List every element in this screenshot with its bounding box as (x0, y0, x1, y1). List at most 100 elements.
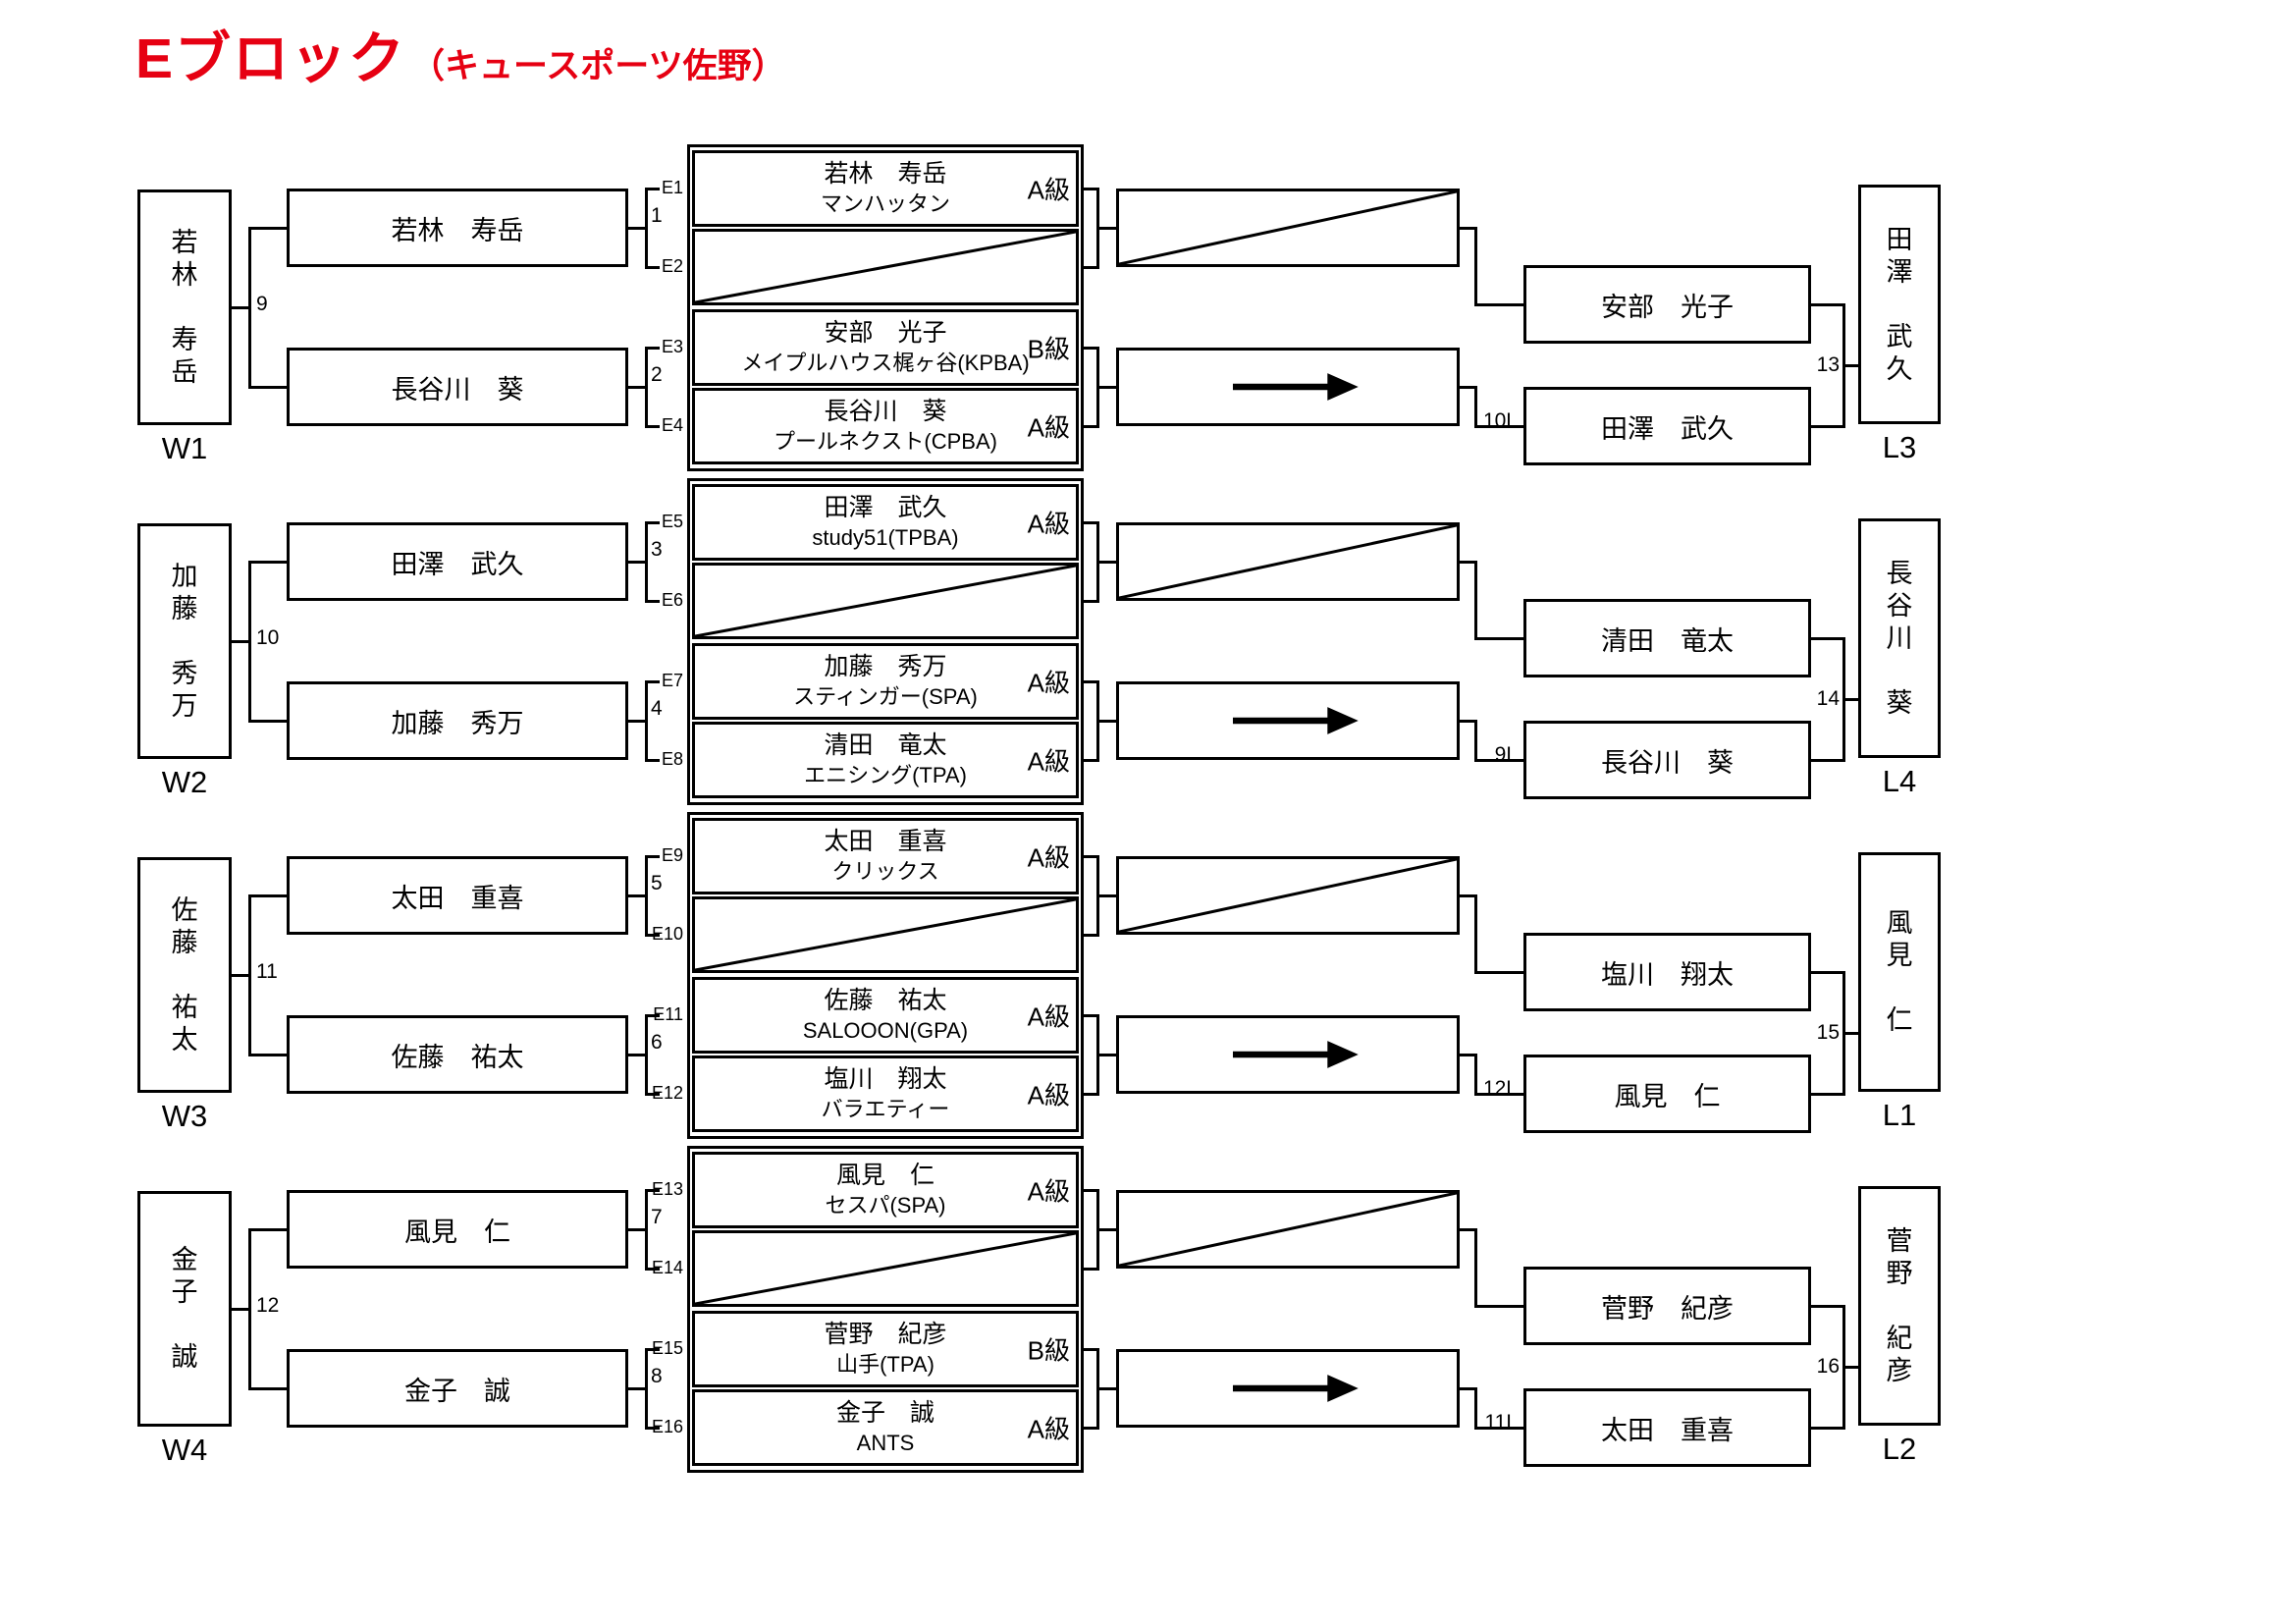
bracket-line (1096, 720, 1116, 723)
bracket-line (1474, 425, 1523, 428)
feeder-player-box-bottom: 加藤 秀万 (287, 681, 628, 760)
right-player-name: 塩川 翔太 (1601, 959, 1734, 990)
winner-box: 加 藤 秀 万 (137, 523, 232, 759)
bracket-line (1474, 894, 1477, 974)
entry-player-name: 清田 竜太 (824, 731, 947, 759)
feeder-player-box-bottom: 金子 誠 (287, 1349, 628, 1428)
bye-diagonal (695, 232, 1076, 302)
feeder-player-box-top: 若林 寿岳 (287, 189, 628, 267)
split-match-number-top: 7 (651, 1206, 663, 1228)
bye-advance-box (1116, 856, 1460, 935)
entry-id-label: E3 (661, 337, 683, 356)
bracket-line (1460, 1054, 1477, 1056)
right-player-name: 太田 重喜 (1601, 1415, 1734, 1445)
bye-diagonal (1119, 1193, 1457, 1266)
bracket-line (248, 561, 251, 722)
entry-player-name: 田澤 武久 (824, 494, 947, 521)
advance-arrow-box (1116, 348, 1460, 426)
bracket-line (627, 894, 646, 897)
right-player-name: 菅野 紀彦 (1601, 1293, 1734, 1324)
loser-box: 長 谷 川 葵 (1858, 518, 1941, 758)
bracket-line (627, 227, 646, 230)
entry-rank-badge: A級 (1027, 1414, 1070, 1444)
bracket-line (1842, 698, 1860, 701)
bracket-line (1474, 386, 1477, 428)
entry-rank-badge: A級 (1027, 175, 1070, 205)
entry-row: 塩川 翔太 バラエティー A級 (692, 1056, 1079, 1132)
right-arrow-icon (1232, 1375, 1359, 1402)
loser-slot-label: L1 (1882, 1098, 1917, 1132)
entry-player-name: 太田 重喜 (824, 828, 947, 855)
bracket-line (645, 680, 660, 683)
right-player-box-bottom: 太田 重喜 (1523, 1388, 1811, 1467)
winner-slot-label: W4 (161, 1433, 208, 1467)
entry-id-label: E2 (661, 256, 683, 276)
advance-arrow-box (1116, 1349, 1460, 1428)
bracket-line (1084, 1348, 1099, 1351)
bracket-line (232, 306, 249, 309)
split-match-number-top: 3 (651, 538, 663, 561)
left-match-number: 9 (256, 293, 268, 315)
right-arrow-icon (1232, 1041, 1359, 1068)
bracket-line (1474, 303, 1523, 306)
entry-rank-badge: A級 (1027, 1176, 1070, 1207)
bracket-line (1811, 425, 1845, 428)
bracket-line (1096, 1228, 1116, 1231)
bracket-line (645, 188, 660, 190)
bracket-line (645, 425, 660, 428)
entry-row-bye (692, 229, 1079, 305)
bracket-line (248, 227, 287, 230)
bracket-line (645, 600, 660, 603)
bracket-line (1096, 386, 1116, 389)
page-title: Eブロック （キュースポーツ佐野） (135, 14, 786, 94)
entry-rank-badge: B級 (1027, 334, 1070, 364)
bracket-line (1084, 1427, 1099, 1430)
bracket-line (645, 1189, 648, 1270)
loser-vertical-name: 田 澤 武 久 (1886, 224, 1913, 384)
bracket-line (1842, 1366, 1860, 1369)
entry-rank-badge: A級 (1027, 412, 1070, 443)
loser-box: 風 見 仁 (1858, 852, 1941, 1092)
entry-row-bye (692, 563, 1079, 639)
bracket-line (1084, 759, 1099, 762)
bracket-line (645, 1268, 660, 1271)
loser-slot-label: L2 (1882, 1432, 1917, 1466)
bracket-line (1474, 1427, 1523, 1430)
entry-row: 長谷川 葵 プールネクスト(CPBA) A級 (692, 388, 1079, 464)
loser-box: 菅 野 紀 彦 (1858, 1186, 1941, 1426)
entry-id-label: E13 (651, 1179, 683, 1199)
bracket-section: 金 子 誠 W4 12 風見 仁 金子 誠 7 8 E13 E14 E15 E1… (0, 1146, 2296, 1480)
entry-club: スティンガー(SPA) (793, 684, 978, 709)
entry-id-label: E14 (651, 1258, 683, 1277)
bracket-line (1460, 1228, 1477, 1231)
right-match-number: 15 (1816, 1021, 1840, 1044)
bracket-line (645, 759, 660, 762)
bracket-line (1084, 1093, 1099, 1096)
bracket-line (1811, 303, 1845, 306)
entry-id-label: E11 (653, 1004, 683, 1024)
bracket-line (248, 1054, 287, 1056)
bracket-section: 若 林 寿 岳 W1 9 若林 寿岳 長谷川 葵 1 2 E1 E2 E3 E4… (0, 144, 2296, 478)
bracket-line (1084, 425, 1099, 428)
entry-id-label: E12 (651, 1083, 683, 1103)
feeder-player-name: 金子 誠 (404, 1376, 510, 1406)
bracket-line (248, 227, 251, 388)
bracket-line (1474, 1093, 1523, 1096)
entry-club: セスパ(SPA) (825, 1193, 946, 1218)
split-match-number-bottom: 2 (651, 363, 663, 386)
entry-club: メイプルハウス梶ヶ谷(KPBA) (741, 351, 1030, 375)
left-match-number: 12 (256, 1294, 280, 1317)
feeder-player-name: 風見 仁 (404, 1217, 510, 1247)
bracket-line (1460, 227, 1477, 230)
entry-row: 加藤 秀万 スティンガー(SPA) A級 (692, 643, 1079, 720)
right-player-box-bottom: 田澤 武久 (1523, 387, 1811, 465)
bracket-line (232, 1308, 249, 1311)
bracket-line (232, 640, 249, 643)
entry-id-label: E10 (651, 924, 683, 944)
right-player-name: 田澤 武久 (1601, 413, 1734, 444)
bracket-line (1096, 227, 1116, 230)
entry-row: 若林 寿岳 マンハッタン A級 (692, 150, 1079, 227)
entry-grid: 風見 仁 セスパ(SPA) A級 菅野 紀彦 山手(TPA) B級 金子 誠 A… (687, 1146, 1084, 1473)
entry-club: ANTS (856, 1431, 915, 1455)
bracket-line (1474, 227, 1477, 306)
